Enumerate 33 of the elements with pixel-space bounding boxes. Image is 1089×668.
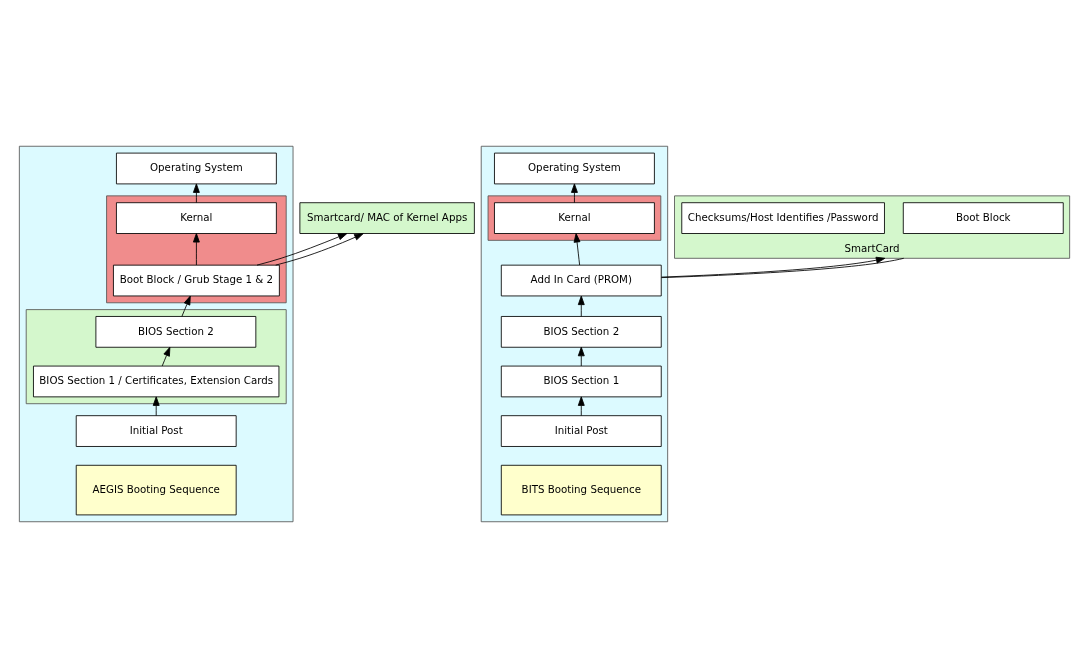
node-box: Boot Block / Grub Stage 1 & 2 [113,264,280,297]
arrow [577,396,585,416]
arrow [571,183,578,204]
node-box: Operating System [494,152,655,185]
node-box: BIOS Section 2 [95,316,257,348]
node-box: BIOS Section 2 [500,316,662,348]
node-box: Initial Post [500,415,662,447]
node-box: Kernal [494,202,655,234]
arrow [152,396,160,416]
arrow [577,346,585,367]
node-box: BITS Booting Sequence [500,464,662,516]
arrow [256,233,348,266]
node-box: Operating System [116,152,277,185]
arrow [181,295,191,317]
arrow [577,295,585,317]
connector [661,257,905,279]
node-box: Checksums/Host Identifies /Password [681,202,885,234]
arrow [192,183,200,204]
node-box: Smartcard/ MAC of Kernel Apps [299,202,475,234]
node-box: BIOS Section 1 [500,365,662,398]
node-box: Initial Post [75,415,237,447]
cluster [480,145,669,523]
arrow [192,233,200,266]
node-box: BIOS Section 1 / Certificates, Extension Cards [33,365,280,398]
arrow [661,256,886,278]
arrow [573,233,581,266]
cluster [18,145,294,523]
node-box: Add In Card (PROM) [500,264,662,297]
node-box: AEGIS Booting Sequence [75,464,237,516]
node-box: Boot Block [902,202,1064,234]
arrow [161,346,171,367]
arrow [275,233,364,266]
node-box: Kernal [116,202,277,234]
